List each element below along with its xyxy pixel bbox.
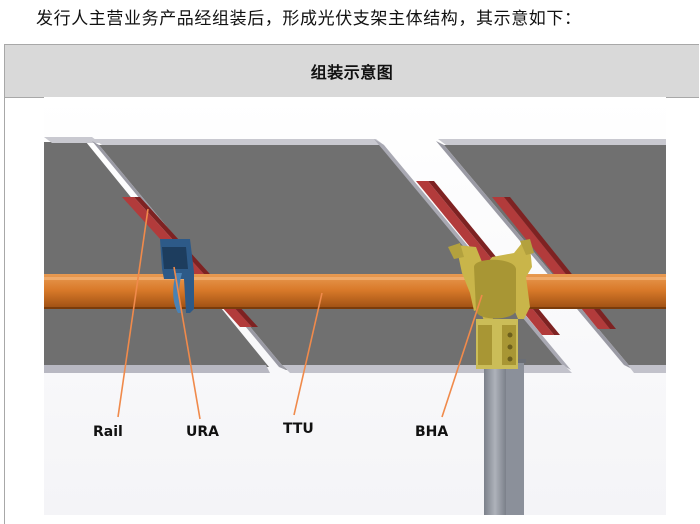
ura-clamp [160, 239, 194, 313]
figure-caption: 组装示意图 [310, 63, 394, 82]
label-bha: BHA [415, 424, 449, 440]
label-ura: URA [186, 424, 219, 440]
bha-bearing [448, 239, 534, 369]
leader-line-ttu [293, 292, 323, 416]
torque-tube [44, 274, 666, 309]
solar-panel-left [44, 137, 270, 373]
figure-caption-bar: 组装示意图 [5, 45, 699, 98]
intro-text: 发行人主营业务产品经组装后，形成光伏支架主体结构，其示意如下： [36, 9, 582, 29]
assembly-diagram [44, 97, 666, 515]
label-ttu: TTU [283, 421, 314, 437]
figure-frame: 组装示意图 [4, 44, 699, 524]
support-post [482, 359, 526, 515]
leader-line-ura [173, 266, 201, 420]
leader-lines [117, 208, 483, 420]
label-rail: Rail [93, 424, 123, 440]
assembly-illustration [44, 97, 666, 515]
leader-line-rail [117, 208, 149, 418]
leader-line-bha [441, 294, 483, 418]
